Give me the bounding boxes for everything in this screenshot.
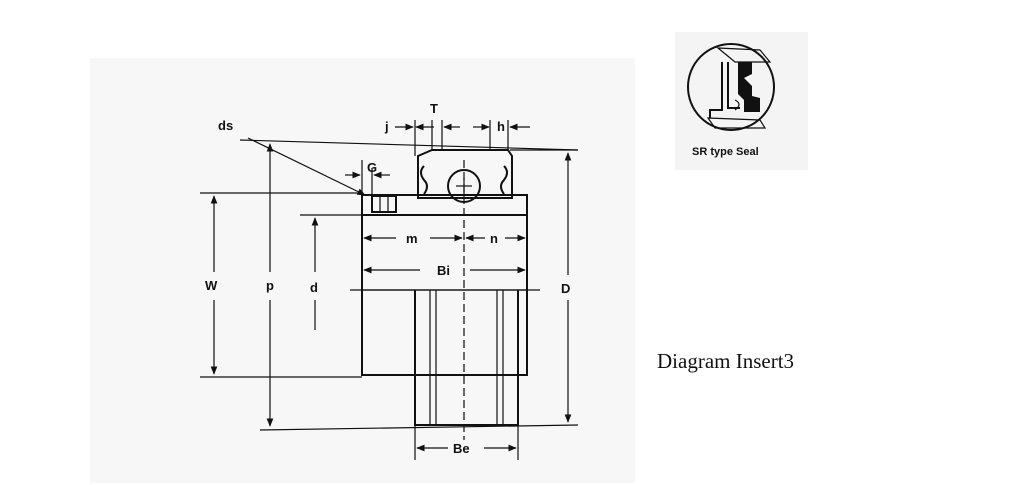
seal-inset: SR type Seal xyxy=(675,32,808,170)
label-m: m xyxy=(406,231,418,246)
diagram-caption: Diagram Insert3 xyxy=(657,349,795,373)
label-T: T xyxy=(430,101,438,116)
label-Bi: Bi xyxy=(437,263,450,278)
label-h: h xyxy=(497,119,505,134)
bearing-body xyxy=(361,149,528,440)
label-d: d xyxy=(310,280,318,295)
seal-lip xyxy=(738,62,760,112)
dimension-lines xyxy=(210,123,572,452)
label-j: j xyxy=(384,119,389,134)
seal-caption: SR type Seal xyxy=(692,146,759,158)
label-p: p xyxy=(266,278,274,293)
label-D: D xyxy=(561,281,570,296)
set-screw xyxy=(371,195,397,213)
label-G: G xyxy=(367,160,377,175)
extension-lines xyxy=(200,120,579,460)
label-n: n xyxy=(490,231,498,246)
label-W: W xyxy=(205,278,218,293)
label-ds: ds xyxy=(218,118,233,133)
label-Be: Be xyxy=(453,441,470,456)
